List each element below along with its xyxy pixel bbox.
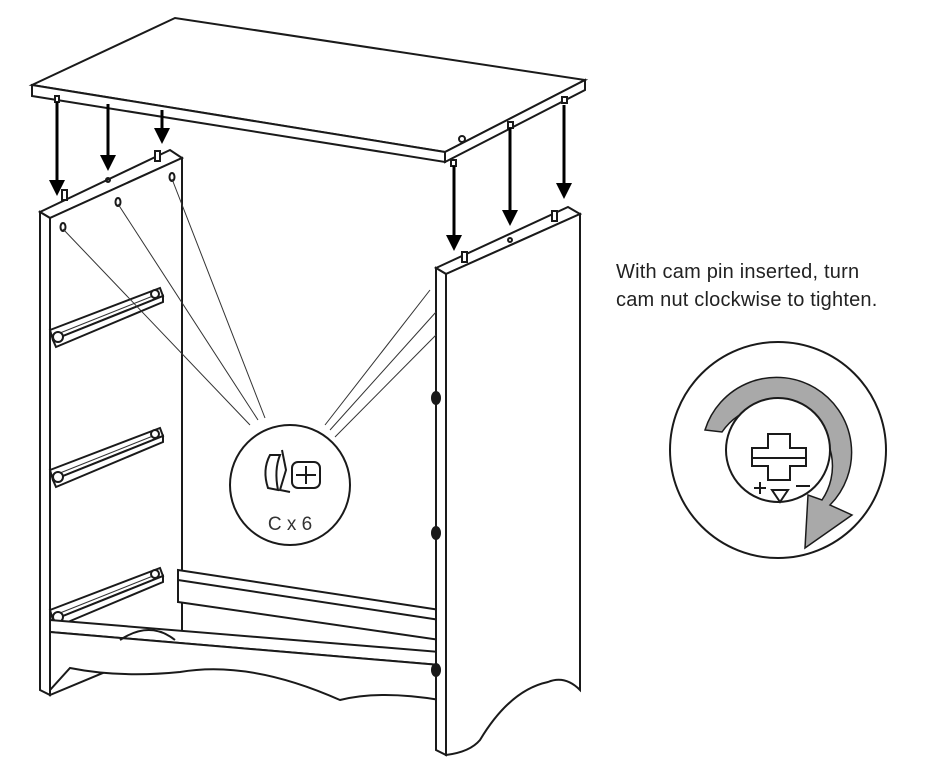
dowel [54,95,60,103]
cam-callout: C x 6 [229,424,351,546]
triangle-marker-icon [770,489,790,504]
cam-rotation-detail [669,341,887,559]
drawer-slide [48,426,165,489]
cam-lock-icon [264,449,321,493]
dowel [561,96,568,104]
leader-lines [62,178,437,438]
part-label: C x 6 [268,514,312,535]
plus-icon [751,433,807,481]
instruction-line-1: With cam pin inserted, turn [616,261,860,283]
right-side-panel [431,205,583,757]
dowel [450,159,457,167]
instruction-line-2: cam nut clockwise to tighten. [616,289,878,311]
plus-icon [754,482,766,494]
bottom-rail [49,618,441,702]
top-panel [28,16,589,167]
drawer-slide [48,286,165,349]
down-arrow-icon [49,102,572,251]
instruction-text: With cam pin inserted, turn cam nut cloc… [616,258,941,314]
dowel [507,121,514,129]
back-rail [177,568,441,642]
